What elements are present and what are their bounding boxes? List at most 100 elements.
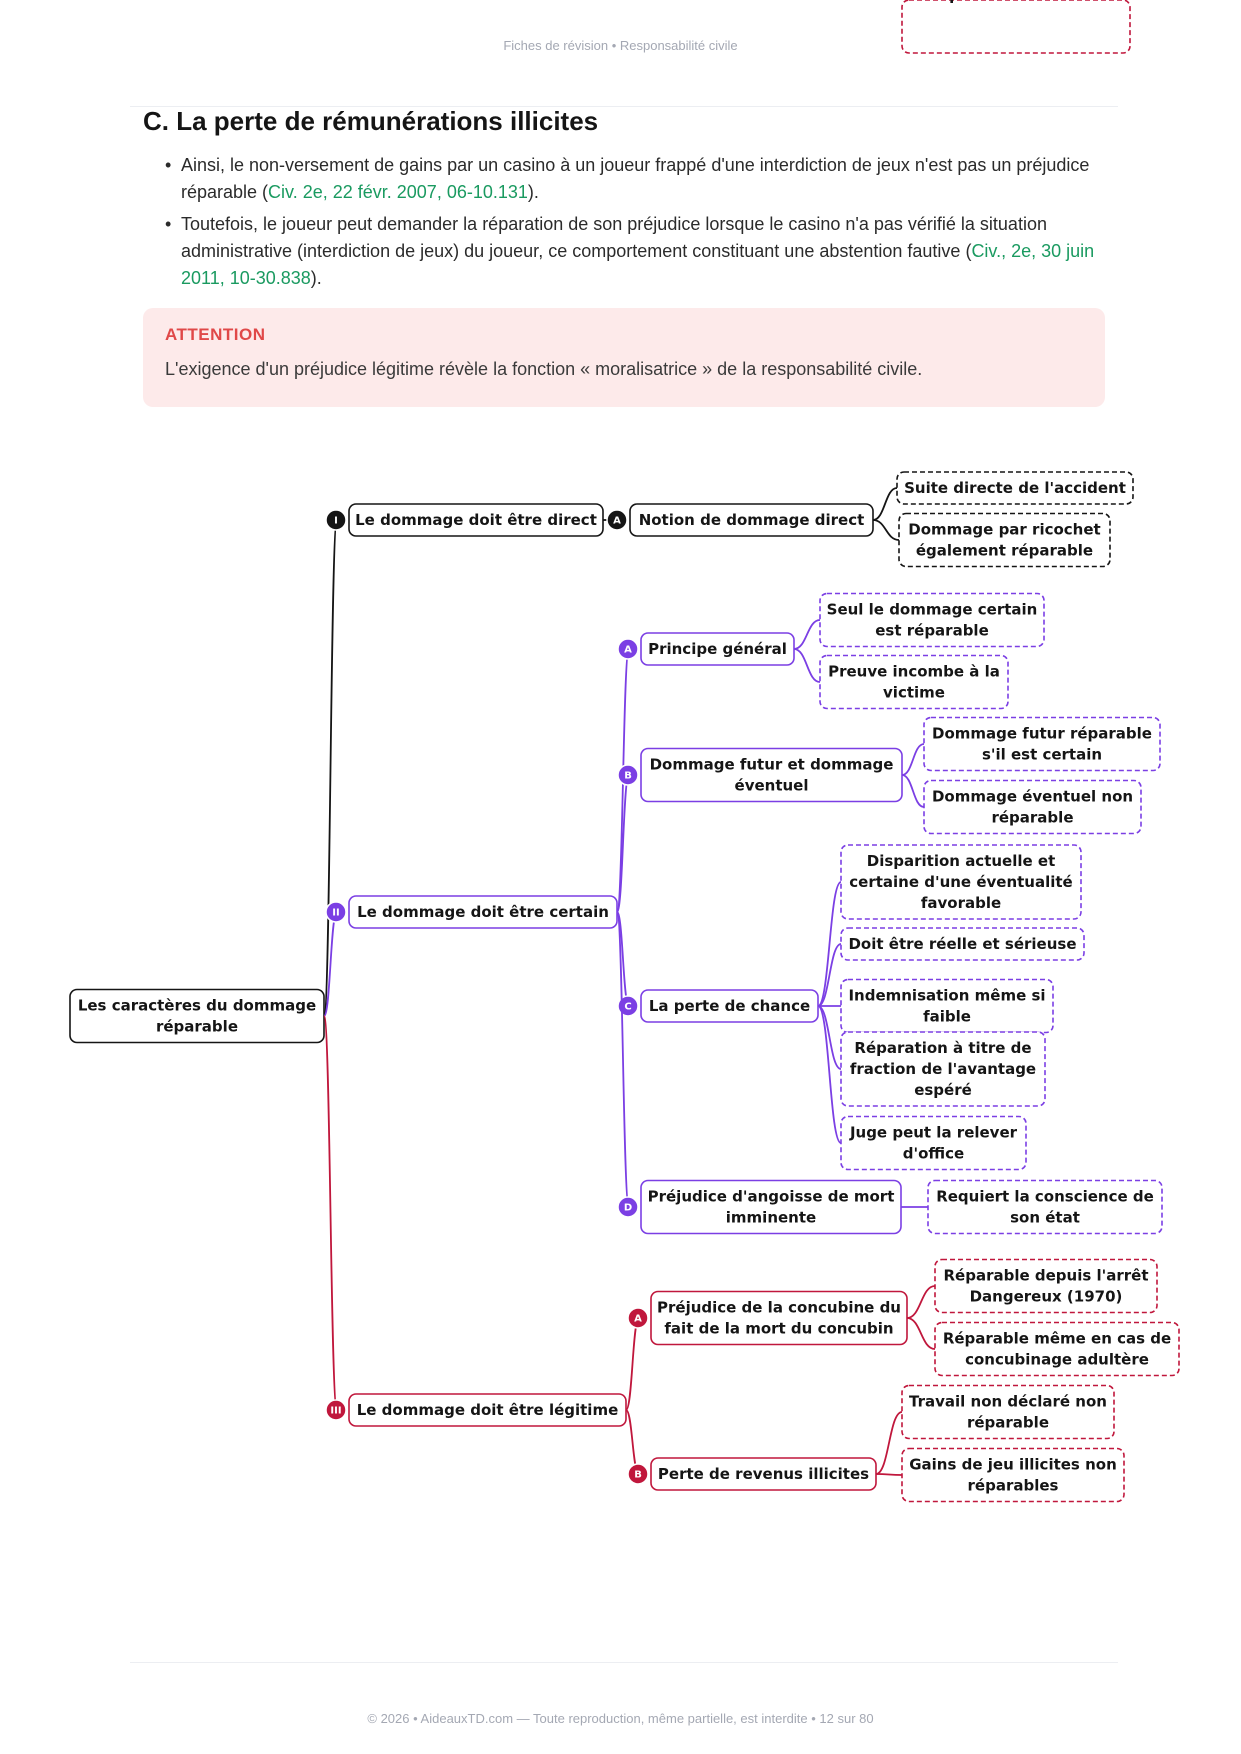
leaf-topic-box [898, 512, 1111, 568]
subtopic-label: éventuel [735, 777, 809, 795]
subtopic: Préjudice de la concubine du fait de la m… [650, 1290, 908, 1346]
badge-circle [627, 1307, 649, 1329]
leaf-connector [817, 1005, 842, 1144]
section-badge: D [617, 1196, 639, 1218]
branch-connector [323, 519, 338, 1017]
case-citation-link[interactable]: Civ. 2e, 22 févr. 2007, 06-10.131 [268, 182, 528, 202]
leaf-topic-label: Travail non déclaré non [909, 1393, 1107, 1411]
section-badge: A [617, 638, 639, 660]
leaf-topic: Casino fautif si ne vérifiepas interdict… [901, 0, 1131, 54]
section-badge: I [325, 509, 347, 531]
bullet-dot: • [165, 155, 172, 175]
subtopic-label: Préjudice d'angoisse de mort [648, 1188, 895, 1206]
leaf-topic: Réparation à titre de fraction de l'avant… [840, 1031, 1046, 1107]
leaf-topic: Doit être réelle et sérieuse [840, 927, 1085, 961]
subtopic-connector [616, 911, 630, 1208]
header-divider [130, 106, 1118, 107]
badge-label: A [613, 516, 621, 527]
attention-text: L'exigence d'un préjudice légitime révèl… [165, 359, 923, 379]
bullet-dot: • [165, 214, 172, 234]
leaf-topic-label: fraction de l'avantage [850, 1060, 1036, 1078]
subtopic: Dommage futur et dommage éventuel [640, 747, 903, 803]
leaf-topic-box [840, 1115, 1027, 1171]
leaf-topic-label: Juge peut la relever [849, 1124, 1018, 1142]
case-citation-link[interactable]: Civ., 2e, 30 juin 2011, 10-30.838 [181, 241, 1095, 288]
section-badge: II [325, 901, 347, 923]
badge-label: II [332, 908, 339, 919]
leaf-topic-label: espéré [914, 1081, 972, 1099]
subtopic-label: Principe général [648, 640, 787, 658]
subtopic: Perte de revenus illicites [650, 1457, 877, 1491]
leaf-topic-label: Dangereux (1970) [970, 1288, 1123, 1306]
leaf-topic-box [896, 471, 1134, 505]
section-title: C. La perte de rémunérations illicites [143, 106, 599, 136]
leaf-topic-label: faible [923, 1008, 971, 1026]
leaf-topic: Disparition actuelle et certaine d'une év… [840, 844, 1082, 920]
leaf-topic-label: Seul le dommage certain [827, 601, 1038, 619]
leaf-topic-label: réparables [968, 1477, 1059, 1495]
section-badge: A [627, 1307, 649, 1329]
branch-topic: Le dommage doit être direct [348, 503, 604, 537]
leaf-topic-label: Disparition actuelle et [867, 852, 1056, 870]
badge-label: III [330, 1406, 341, 1417]
leaf-topic-label: d'office [903, 1145, 964, 1163]
badge-circle [325, 1399, 347, 1421]
leaf-topic-label: Dommage par ricochet [908, 521, 1100, 539]
bullet-end: ). [310, 268, 322, 288]
subtopic-label: imminente [726, 1209, 816, 1227]
leaf-topic-box [840, 1031, 1046, 1107]
leaf-topic-label: Réparable même en cas de [943, 1330, 1171, 1348]
badge-circle [617, 995, 639, 1017]
leaf-topic-box [840, 844, 1082, 920]
branch-connector [323, 1015, 338, 1411]
leaf-topic-box [901, 0, 1131, 54]
subtopic-label: Préjudice de la concubine du [657, 1299, 901, 1317]
leaf-topic-label: certaine d'une éventualité [849, 873, 1072, 891]
section-badge: C [617, 995, 639, 1017]
badge-label: C [624, 1002, 631, 1013]
running-header: Fiches de révision • Responsabilité civi… [503, 38, 738, 53]
leaf-topic-label: Réparation à titre de [854, 1039, 1031, 1057]
leaf-topic-label: est réparable [875, 622, 989, 640]
leaf-topic-label: également réparable [916, 542, 1093, 560]
leaf-connector [901, 743, 925, 776]
bullet-list: •Ainsi, le non-versement de gains par un… [165, 152, 1095, 297]
section-badge: III [325, 1399, 347, 1421]
branch-topic: Le dommage doit être légitime [348, 1393, 627, 1427]
root-topic-label: réparable [156, 1018, 238, 1036]
root-topic: Les caractères du dommage réparable [69, 988, 325, 1044]
leaf-topic-label: Réparable depuis l'arrêt [944, 1267, 1149, 1285]
leaf-topic: Travail non déclaré non réparable [901, 1384, 1115, 1440]
leaf-connector [875, 1411, 903, 1475]
branch-topic-label: Le dommage doit être légitime [357, 1401, 619, 1419]
subtopic: Principe général [640, 632, 795, 666]
leaf-topic-label: Requiert la conscience de [936, 1188, 1154, 1206]
leaf-topic-box [819, 592, 1045, 648]
leaf-topic-box [934, 1258, 1158, 1314]
leaf-topic-label: favorable [921, 894, 1001, 912]
leaf-topic-label: Doit être réelle et sérieuse [848, 935, 1076, 953]
subtopic-label: Notion de dommage direct [639, 511, 865, 529]
badge-circle [617, 638, 639, 660]
subtopic: Notion de dommage direct [629, 503, 874, 537]
leaf-topic-label: réparable [967, 1414, 1049, 1432]
subtopic-label: Dommage futur et dommage [650, 756, 894, 774]
leaf-connector [875, 1473, 903, 1476]
badge-label: B [624, 771, 632, 782]
root-topic-label: Les caractères du dommage [78, 997, 316, 1015]
leaf-topic-label: concubinage adultère [965, 1351, 1149, 1369]
branch-topic: Le dommage doit être certain [348, 895, 618, 929]
attention-label: ATTENTION [165, 325, 266, 344]
leaf-connector [872, 487, 898, 521]
leaf-connector [901, 774, 925, 808]
subtopic-label: fait de la mort du concubin [664, 1320, 893, 1338]
leaf-connector [906, 1285, 936, 1319]
leaf-topic: Dommage par ricochet également réparable [898, 512, 1111, 568]
badge-circle [325, 509, 347, 531]
leaf-topic-box [901, 1384, 1115, 1440]
leaf-topic-box [923, 779, 1142, 835]
